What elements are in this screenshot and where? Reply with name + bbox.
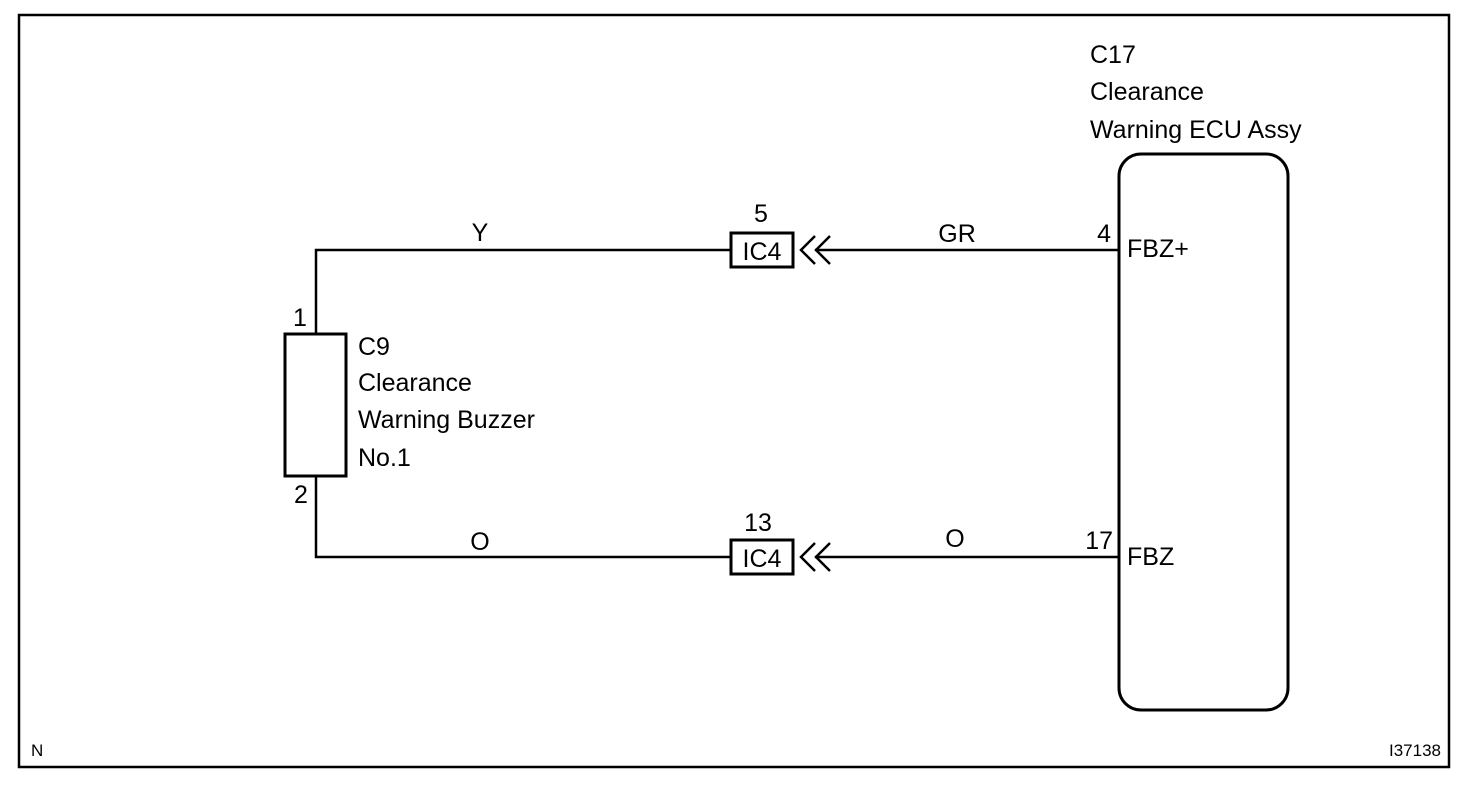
corner-left-label: N xyxy=(31,741,43,760)
ecu-pin-top-name: FBZ+ xyxy=(1127,235,1189,263)
wire-bottom-right-color: O xyxy=(945,525,964,553)
buzzer-box xyxy=(283,332,348,478)
buzzer-name-line3: No.1 xyxy=(358,444,411,472)
connector-bottom-box xyxy=(729,538,795,576)
ecu-pin-bottom-number: 17 xyxy=(1085,527,1113,555)
buzzer-pin-bottom: 2 xyxy=(294,481,308,509)
ecu-box xyxy=(1117,152,1290,712)
connector-top-label: IC4 xyxy=(743,238,782,266)
wire-top-left-color: Y xyxy=(472,219,489,247)
connector-top-chevrons xyxy=(799,235,831,265)
wire-top-right-color: GR xyxy=(938,220,976,248)
wire-bottom-left xyxy=(314,476,731,559)
buzzer-code: C9 xyxy=(358,333,390,361)
connector-bottom-pin: 13 xyxy=(744,509,772,537)
ecu-name-line1: Clearance xyxy=(1090,78,1204,106)
ecu-pin-bottom-name: FBZ xyxy=(1127,543,1174,571)
wire-top-left xyxy=(314,248,731,334)
connector-top-pin: 5 xyxy=(754,200,768,228)
diagram-frame xyxy=(17,13,1451,769)
ecu-code: C17 xyxy=(1090,41,1136,69)
connector-bottom-label: IC4 xyxy=(743,545,782,573)
ecu-name-line2: Warning ECU Assy xyxy=(1090,116,1302,144)
wire-bottom-left-color: O xyxy=(470,528,489,556)
figure-id: I37138 xyxy=(1389,741,1441,760)
buzzer-name-line1: Clearance xyxy=(358,369,472,397)
ecu-pin-top-number: 4 xyxy=(1097,220,1111,248)
buzzer-name-line2: Warning Buzzer xyxy=(358,406,535,434)
buzzer-pin-top: 1 xyxy=(293,304,307,332)
